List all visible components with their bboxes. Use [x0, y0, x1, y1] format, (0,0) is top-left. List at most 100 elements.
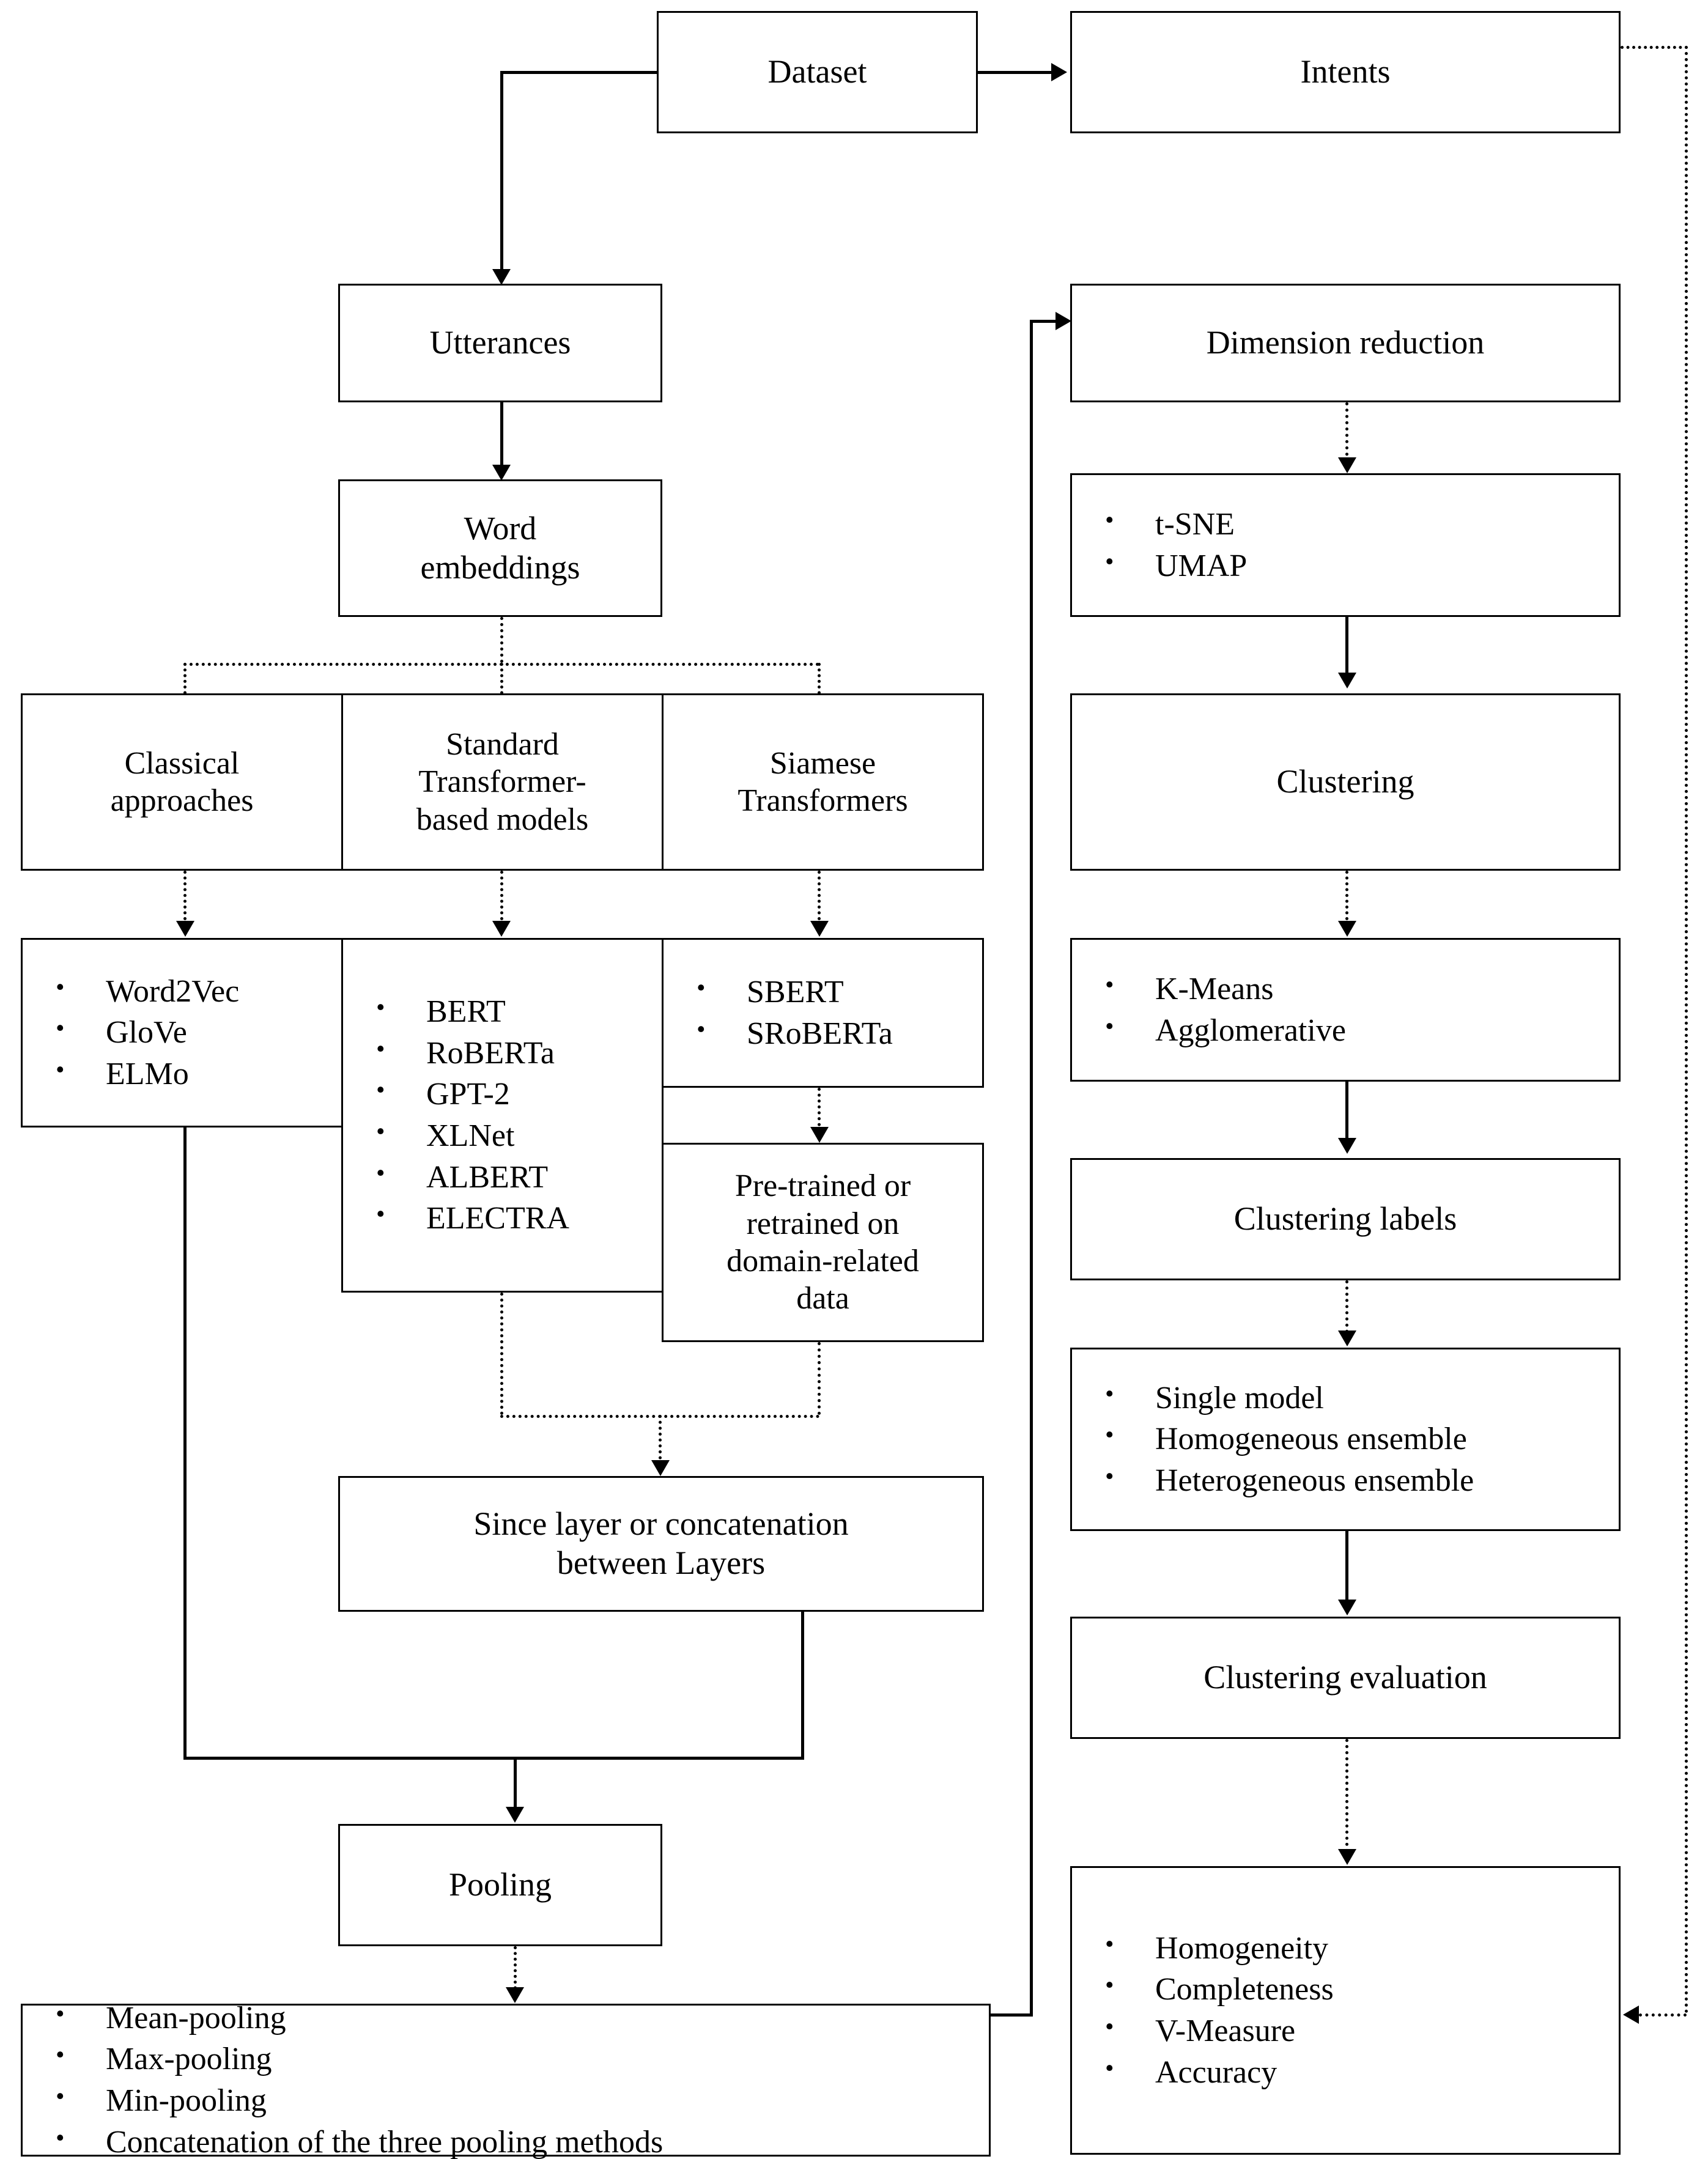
- node-intents[interactable]: Intents: [1070, 11, 1621, 133]
- list-item: GloVe: [56, 1011, 341, 1054]
- node-dataset[interactable]: Dataset: [657, 11, 978, 133]
- connector-branch-siamese: [818, 663, 821, 706]
- list-item: Max-pooling: [56, 2038, 989, 2080]
- node-word-embeddings[interactable]: Word embeddings: [338, 479, 662, 617]
- list-item: Heterogeneous ensemble: [1105, 1460, 1619, 1502]
- connector-labels-to-ensembles: [1345, 1280, 1348, 1339]
- connector-siamese-to-list: [818, 871, 821, 932]
- connector-dataset-down: [500, 71, 503, 281]
- connector-branch-classical: [183, 663, 187, 706]
- arrow-dataset-intents: [1051, 63, 1067, 81]
- connector-classical-bypass-down: [183, 1127, 187, 1760]
- list-item: GPT-2: [376, 1073, 662, 1115]
- node-classical-approaches[interactable]: Classical approaches: [21, 693, 343, 871]
- ensemble-types-list: Single model Homogeneous ensemble Hetero…: [1072, 1377, 1619, 1502]
- connector-intents-feedback-side: [1685, 46, 1688, 2015]
- connector-utterances-embeddings: [500, 402, 503, 476]
- node-pooling-label: Pooling: [448, 1866, 552, 1903]
- connector-standard-list-down: [500, 1293, 503, 1415]
- list-item: Homogeneous ensemble: [1105, 1418, 1619, 1460]
- connector-pooling-methods-right: [989, 2013, 1033, 2017]
- list-item: K-Means: [1105, 968, 1619, 1010]
- list-item: ALBERT: [376, 1156, 662, 1198]
- node-dimension-reduction[interactable]: Dimension reduction: [1070, 284, 1621, 402]
- list-pooling-methods[interactable]: Mean-pooling Max-pooling Min-pooling Con…: [21, 1997, 991, 2159]
- node-pretrained-domain[interactable]: Pre-trained or retrained on domain-relat…: [662, 1143, 984, 1342]
- connector-siamese-to-pretrained: [818, 1088, 821, 1138]
- node-clustering-label: Clustering: [1276, 763, 1414, 800]
- siamese-models-list: SBERT SRoBERTa: [664, 971, 982, 1054]
- connector-intents-feedback-bottom: [1639, 2013, 1687, 2017]
- list-item: Word2Vec: [56, 970, 341, 1013]
- connector-intents-feedback-top: [1621, 46, 1688, 49]
- node-clustering-evaluation-label: Clustering evaluation: [1203, 1659, 1487, 1696]
- arrow-standard-to-list: [492, 921, 511, 937]
- arrow-dimred-to-list: [1338, 457, 1356, 473]
- connector-since-layer-down: [801, 1612, 804, 1760]
- connector-dimredlist-to-clustering: [1345, 617, 1348, 684]
- arrow-to-dimension-reduction: [1055, 312, 1071, 330]
- list-item: UMAP: [1105, 545, 1619, 587]
- list-ensemble-types[interactable]: Single model Homogeneous ensemble Hetero…: [1070, 1348, 1621, 1531]
- list-item: ELMo: [56, 1053, 341, 1095]
- node-since-layer[interactable]: Since layer or concatenation between Lay…: [338, 1476, 984, 1612]
- node-standard-transformers-label: Standard Transformer- based models: [416, 726, 589, 837]
- node-siamese-transformers-label: Siamese Transformers: [738, 745, 908, 818]
- connector-evaluation-to-metrics: [1345, 1739, 1348, 1858]
- arrow-utterances-embeddings: [492, 465, 511, 481]
- node-dataset-label: Dataset: [767, 53, 867, 90]
- arrow-dimredlist-to-clustering: [1338, 673, 1356, 688]
- connector-classical-bypass-bar: [183, 1757, 804, 1760]
- node-intents-label: Intents: [1300, 53, 1391, 90]
- connector-classical-to-list: [183, 871, 187, 932]
- node-standard-transformers[interactable]: Standard Transformer- based models: [341, 693, 664, 871]
- list-item: Agglomerative: [1105, 1009, 1619, 1052]
- standard-models-list: BERT RoBERTa GPT-2 XLNet ALBERT ELECTRA: [343, 991, 662, 1239]
- connector-embeddings-fanout-stem: [500, 617, 503, 663]
- connector-dataset-intents: [978, 71, 1052, 74]
- list-item: RoBERTa: [376, 1032, 662, 1074]
- list-classical-models[interactable]: Word2Vec GloVe ELMo: [21, 938, 343, 1127]
- list-item: Mean-pooling: [56, 1997, 989, 2039]
- arrow-merge-to-since-layer: [651, 1460, 670, 1476]
- node-pooling[interactable]: Pooling: [338, 1824, 662, 1946]
- list-item: SBERT: [697, 971, 982, 1013]
- node-clustering-labels[interactable]: Clustering labels: [1070, 1158, 1621, 1280]
- classical-models-list: Word2Vec GloVe ELMo: [23, 970, 341, 1095]
- arrow-ensembles-to-evaluation: [1338, 1600, 1356, 1615]
- node-dimension-reduction-label: Dimension reduction: [1206, 324, 1485, 361]
- arrow-dataset-utterances: [492, 269, 511, 285]
- node-word-embeddings-label: Word embeddings: [420, 509, 580, 586]
- connector-pretrained-down: [818, 1342, 821, 1415]
- connector-pooling-methods-up: [1030, 320, 1033, 2017]
- list-dimension-reduction-methods[interactable]: t-SNE UMAP: [1070, 473, 1621, 617]
- node-utterances-label: Utterances: [429, 324, 571, 361]
- connector-standard-to-list: [500, 871, 503, 932]
- node-clustering[interactable]: Clustering: [1070, 693, 1621, 871]
- list-item: V-Measure: [1105, 2010, 1619, 2052]
- connector-to-dimension-reduction: [1030, 320, 1060, 323]
- list-item: Concatenation of the three pooling metho…: [56, 2121, 989, 2159]
- list-item: t-SNE: [1105, 503, 1619, 545]
- list-item: XLNet: [376, 1115, 662, 1157]
- node-siamese-transformers[interactable]: Siamese Transformers: [662, 693, 984, 871]
- arrow-siamese-to-list: [810, 921, 829, 937]
- list-item: Accuracy: [1105, 2051, 1619, 2094]
- node-clustering-evaluation[interactable]: Clustering evaluation: [1070, 1617, 1621, 1739]
- connector-pooling-to-methods: [514, 1946, 517, 1995]
- list-item: Homogeneity: [1105, 1927, 1619, 1969]
- list-clustering-algorithms[interactable]: K-Means Agglomerative: [1070, 938, 1621, 1082]
- connector-merge-stem: [659, 1415, 662, 1471]
- list-evaluation-metrics[interactable]: Homogeneity Completeness V-Measure Accur…: [1070, 1866, 1621, 2155]
- arrow-classical-to-list: [176, 921, 194, 937]
- connector-dataset-left: [500, 71, 658, 74]
- evaluation-metrics-list: Homogeneity Completeness V-Measure Accur…: [1072, 1927, 1619, 2094]
- node-utterances[interactable]: Utterances: [338, 284, 662, 402]
- list-item: Completeness: [1105, 1968, 1619, 2010]
- arrow-clustering-to-list: [1338, 921, 1356, 937]
- list-siamese-models[interactable]: SBERT SRoBERTa: [662, 938, 984, 1088]
- connector-clusteringlist-to-labels: [1345, 1082, 1348, 1149]
- connector-branch-standard: [500, 663, 503, 706]
- list-standard-models[interactable]: BERT RoBERTa GPT-2 XLNet ALBERT ELECTRA: [341, 938, 664, 1293]
